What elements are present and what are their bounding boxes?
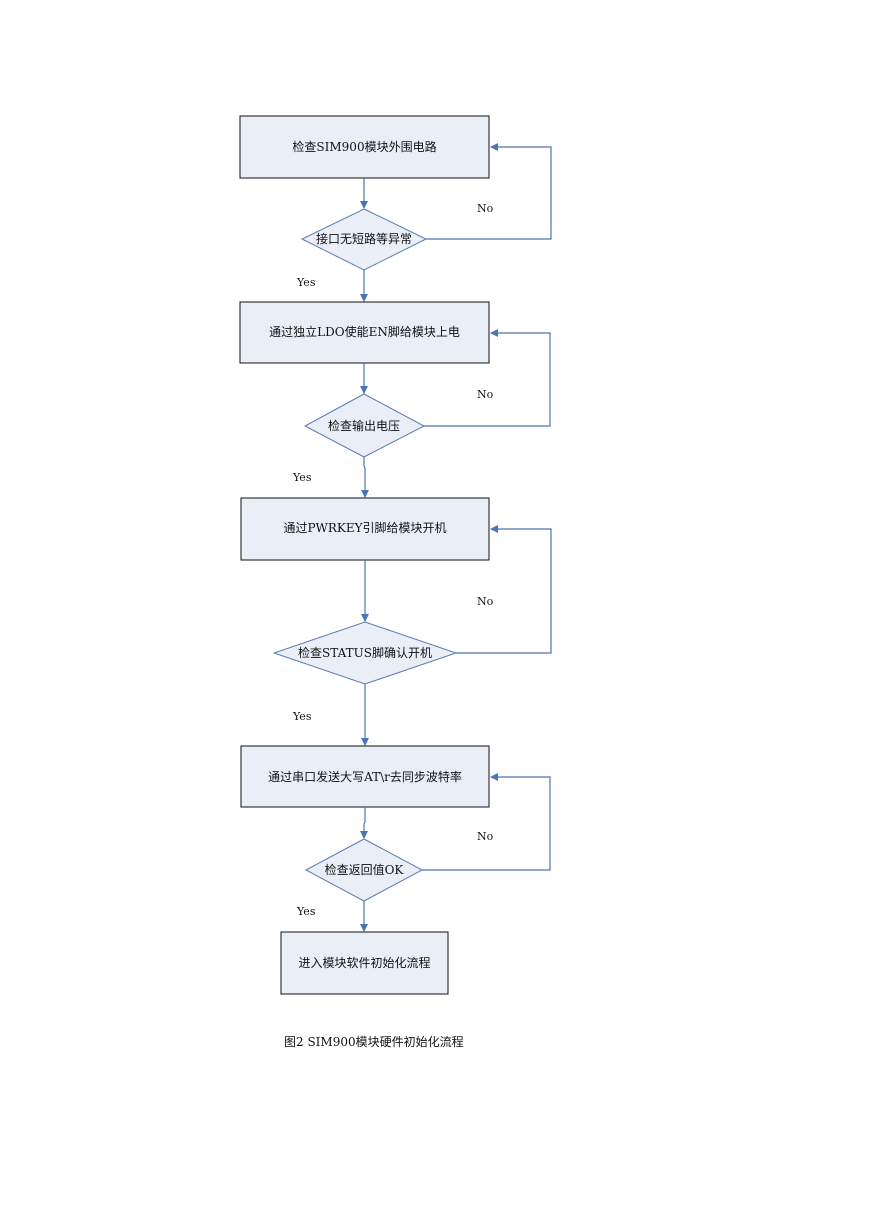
label-yes-1: Yes [296,276,316,289]
decision-check-ok: 检查返回值OK [304,838,424,902]
process-software-init: 进入模块软件初始化流程 [280,931,449,995]
process-send-at: 通过串口发送大写AT\r去同步波特率 [240,745,490,808]
process-check-circuit-label: 检查SIM900模块外围电路 [292,139,436,154]
decision-check-voltage: 检查输出电压 [303,393,426,458]
loop-no-1 [426,143,552,240]
decision-no-short-label: 接口无短路等异常 [316,231,412,246]
figure-caption: 图2 SIM900模块硬件初始化流程 [284,1035,464,1049]
process-ldo-power-label: 通过独立LDO使能EN脚给模块上电 [269,324,460,339]
decision-check-status-label: 检查STATUS脚确认开机 [298,645,432,660]
process-software-init-label: 进入模块软件初始化流程 [298,955,430,970]
process-ldo-power: 通过独立LDO使能EN脚给模块上电 [239,301,490,364]
arrow-4-to-decision-4 [360,807,368,839]
decision-check-voltage-label: 检查输出电压 [328,418,400,433]
label-no-1: No [477,202,494,215]
label-yes-3: Yes [292,710,312,723]
decision-check-status: 检查STATUS脚确认开机 [272,621,458,685]
label-yes-2: Yes [292,471,312,484]
process-check-circuit: 检查SIM900模块外围电路 [239,115,490,179]
decision-check-ok-label: 检查返回值OK [325,862,405,877]
loop-no-4 [422,773,551,871]
label-yes-4: Yes [296,905,316,918]
process-pwrkey-label: 通过PWRKEY引脚给模块开机 [283,520,446,535]
process-send-at-label: 通过串口发送大写AT\r去同步波特率 [268,769,462,784]
label-no-3: No [477,595,494,608]
loop-no-2 [424,329,551,427]
label-no-2: No [477,388,494,401]
label-no-4: No [477,830,494,843]
process-pwrkey: 通过PWRKEY引脚给模块开机 [240,497,490,561]
arrow-yes-2 [361,457,369,498]
decision-no-short: 接口无短路等异常 [300,208,428,271]
loop-no-3 [456,525,552,654]
